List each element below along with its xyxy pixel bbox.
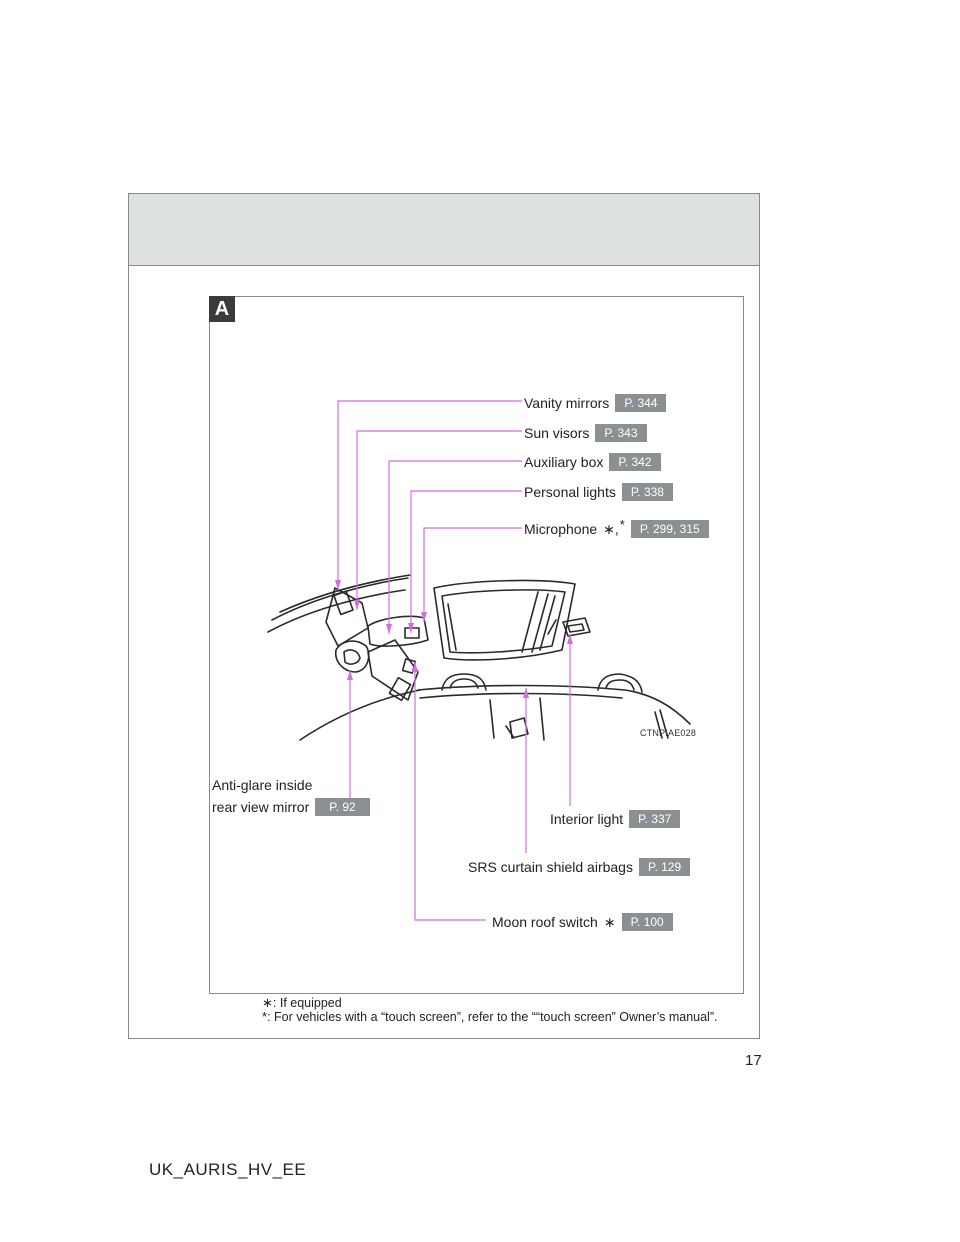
document-id: UK_AURIS_HV_EE <box>149 1160 307 1179</box>
callout-label: Vanity mirrors <box>524 395 610 411</box>
touch-screen-mark: * <box>619 516 625 532</box>
footnote-if-equipped: ∗: If equipped <box>262 995 342 1010</box>
callout-srs-airbags: SRS curtain shield airbags P. 129 <box>468 858 691 876</box>
callout-label: Personal lights <box>524 484 616 500</box>
section-header-band <box>129 194 759 266</box>
page-reference-badge[interactable]: P. 338 <box>621 483 673 501</box>
diagram-frame <box>209 296 744 994</box>
callout-auxiliary-box: Auxiliary box P. 342 <box>524 453 661 471</box>
page-frame <box>128 193 760 1039</box>
callout-sun-visors: Sun visors P. 343 <box>524 424 647 442</box>
callout-label: SRS curtain shield airbags <box>468 859 633 875</box>
footnotes: ∗: If equipped *: For vehicles with a “t… <box>262 996 717 1024</box>
callout-label: Interior light <box>550 811 624 827</box>
callout-vanity-mirrors: Vanity mirrors P. 344 <box>524 394 667 412</box>
callout-anti-glare-mirror: Anti-glare inside rear view mirror P. 92 <box>212 774 370 818</box>
leader-arrowheads <box>335 580 573 698</box>
callout-label: Auxiliary box <box>524 454 604 470</box>
callout-personal-lights: Personal lights P. 338 <box>524 483 673 501</box>
callout-label: Sun visors <box>524 425 590 441</box>
page-number: 17 <box>745 1052 762 1069</box>
page-reference-badge[interactable]: P. 129 <box>638 858 691 876</box>
page-reference-badge[interactable]: P. 344 <box>615 394 667 412</box>
callout-microphone: Microphone ∗,* P. 299, 315 <box>524 516 709 538</box>
footnote-touch-screen: *: For vehicles with a “touch screen”, r… <box>262 1009 718 1024</box>
equipment-marks: ∗, <box>603 520 619 537</box>
callout-label: Microphone <box>524 521 598 537</box>
page-reference-badge[interactable]: P. 342 <box>609 453 661 471</box>
callout-label-line2: rear view mirror <box>212 799 310 815</box>
callout-label-line1: Anti-glare inside <box>212 777 313 793</box>
page-reference-badge[interactable]: P. 343 <box>595 424 647 442</box>
callout-moon-roof-switch: Moon roof switch ∗ P. 100 <box>492 913 673 931</box>
section-badge: A <box>209 296 235 322</box>
page-reference-badge[interactable]: P. 92 <box>315 798 370 816</box>
car-ceiling-illustration <box>267 574 691 741</box>
leader-lines <box>337 400 571 921</box>
callout-interior-light: Interior light P. 337 <box>550 810 681 828</box>
page-reference-badge[interactable]: P. 299, 315 <box>630 520 709 538</box>
callout-label: Moon roof switch <box>492 914 598 930</box>
page-reference-badge[interactable]: P. 337 <box>629 810 681 828</box>
equipment-mark: ∗ <box>603 913 616 930</box>
page-reference-badge[interactable]: P. 100 <box>621 913 673 931</box>
illustration-code: CTNPIAE028 <box>640 728 697 738</box>
